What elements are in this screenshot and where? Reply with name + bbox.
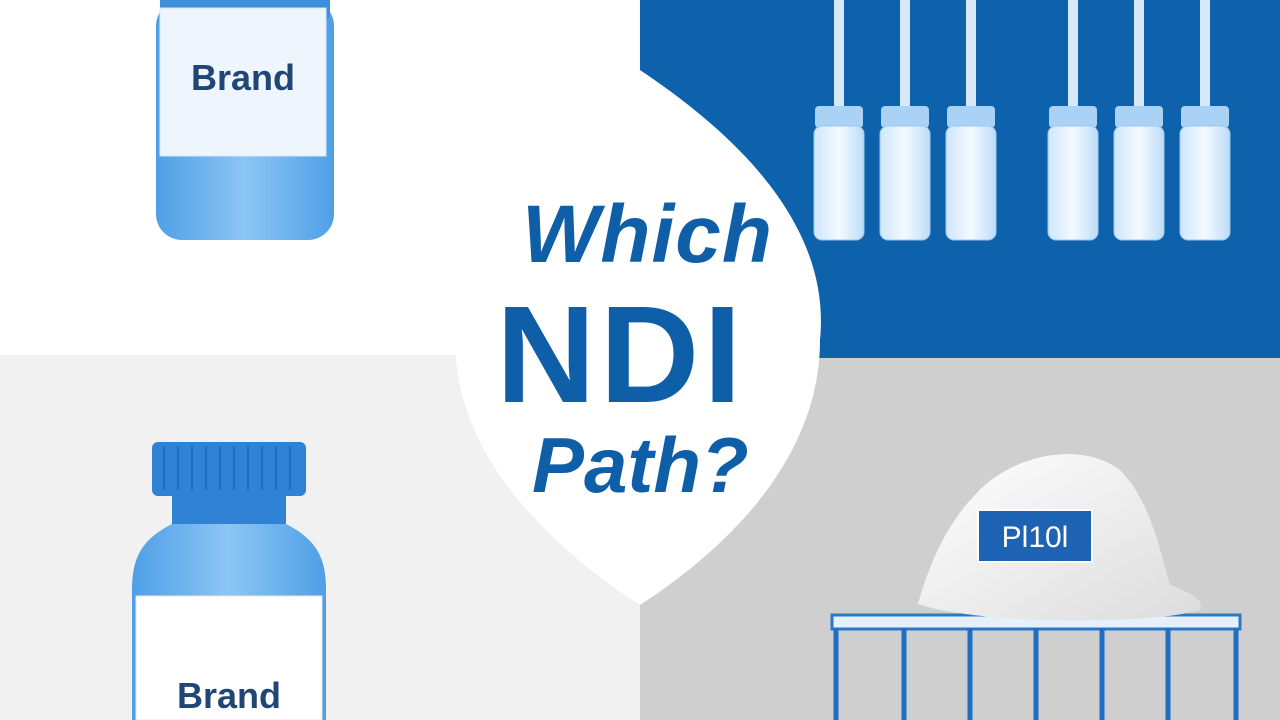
center-circle [455,70,821,605]
bottom-bottle-label: Brand [177,675,281,716]
hat-tag-label: Pl‪10l [1002,521,1069,554]
bottom-bottle-label-area [135,595,323,720]
vial [813,0,865,241]
top-bottle-label-area [159,7,327,157]
vial [1113,0,1165,241]
bottom-bottle [132,442,326,720]
vial-rack [813,0,1231,241]
vial [945,0,997,241]
headline-ndi: NDI [496,278,746,432]
top-bottle-label: Brand [191,57,295,98]
vial [1047,0,1099,241]
top-bottle [156,0,334,240]
headline-which: Which [522,189,773,280]
vial [1179,0,1231,241]
headline-path: Path? [532,421,749,509]
hat-tag-box [977,509,1093,563]
vial [879,0,931,241]
